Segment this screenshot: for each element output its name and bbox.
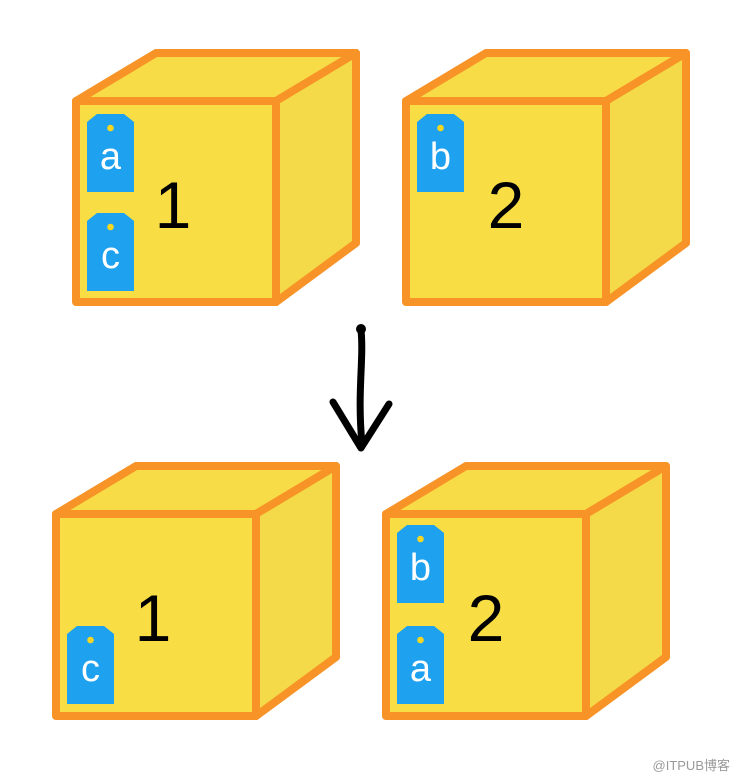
- tag-hole-icon: [417, 636, 424, 644]
- tag-c: c: [87, 213, 134, 291]
- tag-label: a: [410, 648, 432, 690]
- box-before-2: b 2: [402, 49, 690, 306]
- tag-c: c: [67, 626, 114, 704]
- box-number: 1: [135, 581, 172, 655]
- box-side-face: [272, 49, 360, 306]
- tag-a: a: [397, 626, 444, 704]
- tag-label: c: [101, 235, 120, 277]
- tag-hole-icon: [87, 636, 94, 644]
- box-side-face: [252, 462, 340, 720]
- tag-hole-icon: [417, 535, 424, 543]
- box-number: 2: [488, 168, 525, 242]
- tag-shape: [397, 626, 444, 704]
- tag-label: a: [100, 136, 122, 178]
- tag-a: a: [87, 114, 134, 192]
- tag-hole-icon: [107, 223, 114, 231]
- tag-hole-icon: [107, 124, 114, 132]
- tag-shape: [397, 525, 444, 603]
- arrow-tail-dot: [356, 324, 366, 334]
- tag-shape: [417, 114, 464, 192]
- box-number: 1: [155, 168, 192, 242]
- box-number: 2: [468, 581, 505, 655]
- tag-shape: [87, 114, 134, 192]
- box-after-1: c 1: [52, 462, 340, 720]
- watermark: @ITPUB博客: [652, 758, 730, 773]
- tag-b: b: [397, 525, 444, 603]
- tag-shape: [87, 213, 134, 291]
- box-before-1: a c 1: [72, 49, 360, 306]
- arrow-head: [329, 398, 393, 452]
- arrow-shaft: [356, 326, 366, 448]
- tag-label: c: [81, 648, 100, 690]
- tag-label: b: [430, 136, 451, 178]
- box-side-face: [582, 462, 670, 720]
- tag-hole-icon: [437, 124, 444, 132]
- tag-b: b: [417, 114, 464, 192]
- box-side-face: [602, 49, 690, 306]
- tag-shape: [67, 626, 114, 704]
- box-after-2: b a 2: [382, 462, 670, 720]
- tag-label: b: [410, 547, 431, 589]
- down-arrow-icon: [329, 324, 393, 452]
